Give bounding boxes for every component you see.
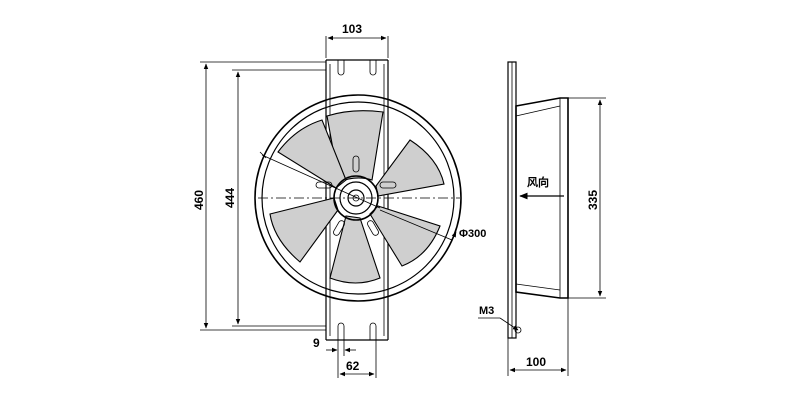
dim-width-top: 103	[342, 22, 362, 36]
dim-side-depth: 100	[526, 355, 546, 369]
side-view: 风向 335 100 M3	[478, 61, 606, 376]
fan-blades	[269, 110, 445, 284]
dim-diameter: Φ300	[459, 228, 486, 240]
airflow-label: 风向	[527, 175, 549, 189]
front-view: Φ300 103 460 444 9 62	[192, 22, 486, 378]
dim-height-outer: 460	[192, 190, 206, 210]
dim-height-inner: 444	[223, 188, 237, 208]
dim-slot-width: 9	[313, 336, 320, 350]
dim-side-height: 335	[586, 190, 600, 210]
blade-slots	[315, 155, 397, 236]
dim-slot-spacing: 62	[346, 359, 360, 373]
outer-ring	[254, 94, 462, 302]
dim-screw: M3	[479, 305, 494, 317]
